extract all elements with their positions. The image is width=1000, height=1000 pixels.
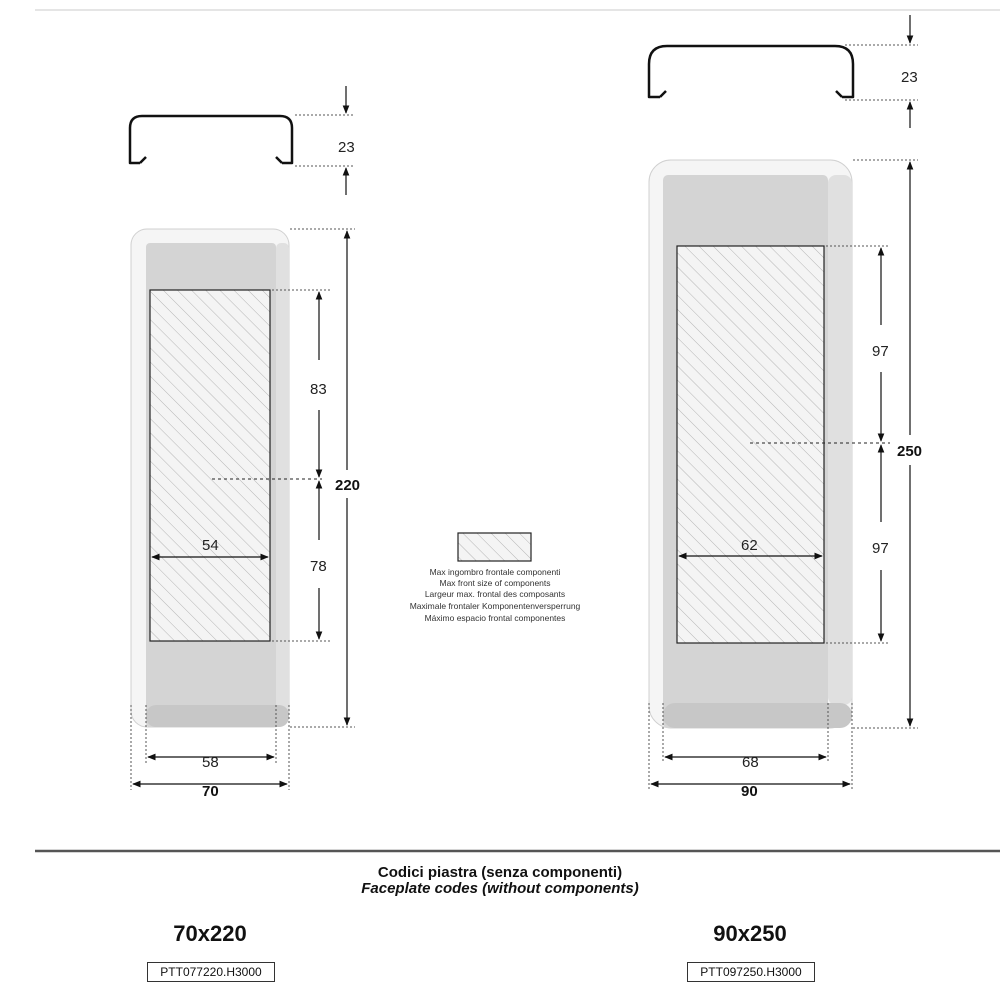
left-profile-shape (128, 114, 294, 165)
left-component-width-label: 54 (202, 537, 219, 554)
right-code-box: PTT097250.H3000 (687, 962, 815, 982)
legend-line-3: Largeur max. frontal des composants (425, 589, 565, 599)
footer-title-english: Faceplate codes (without components) (361, 880, 639, 897)
left-inner-width-label: 58 (202, 754, 219, 771)
left-size-label: 70x220 (173, 921, 247, 946)
legend-line-5: Máximo espacio frontal componentes (425, 613, 566, 623)
right-component-width-label: 62 (741, 537, 758, 554)
legend-line-4: Maximale frontaler Komponentenversperrun… (410, 601, 581, 611)
left-lower-dim-label: 78 (310, 558, 327, 575)
left-component-area (149, 289, 271, 642)
left-code-box: PTT077220.H3000 (147, 962, 275, 982)
right-size-label: 90x250 (713, 921, 787, 946)
right-plate-bottom (663, 703, 852, 728)
right-lower-dim-label: 97 (872, 540, 889, 557)
left-plate-bottom (146, 705, 289, 727)
right-depth-label: 23 (901, 69, 918, 86)
legend: Max ingombro frontale componenti Max fro… (410, 532, 581, 623)
right-plate-right-edge (828, 175, 852, 705)
left-upper-dim-label: 83 (310, 381, 327, 398)
left-plate-right-edge (276, 243, 289, 713)
right-inner-width-label: 68 (742, 754, 759, 771)
right-component-area (676, 245, 825, 644)
right-total-height-label: 250 (897, 443, 922, 460)
legend-swatch (457, 532, 532, 562)
right-upper-dim-label: 97 (872, 343, 889, 360)
footer-title-italian: Codici piastra (senza componenti) (377, 864, 623, 881)
left-total-height-label: 220 (335, 477, 360, 494)
legend-line-1: Max ingombro frontale componenti (430, 567, 561, 577)
left-total-width-label: 70 (202, 783, 219, 800)
right-total-width-label: 90 (741, 783, 758, 800)
left-model: 23 54 83 78 220 58 (128, 86, 360, 800)
left-depth-label: 23 (338, 139, 355, 156)
legend-line-2: Max front size of components (439, 578, 550, 588)
right-model: 23 62 97 97 250 68 (647, 15, 922, 800)
right-profile-shape (647, 44, 855, 99)
